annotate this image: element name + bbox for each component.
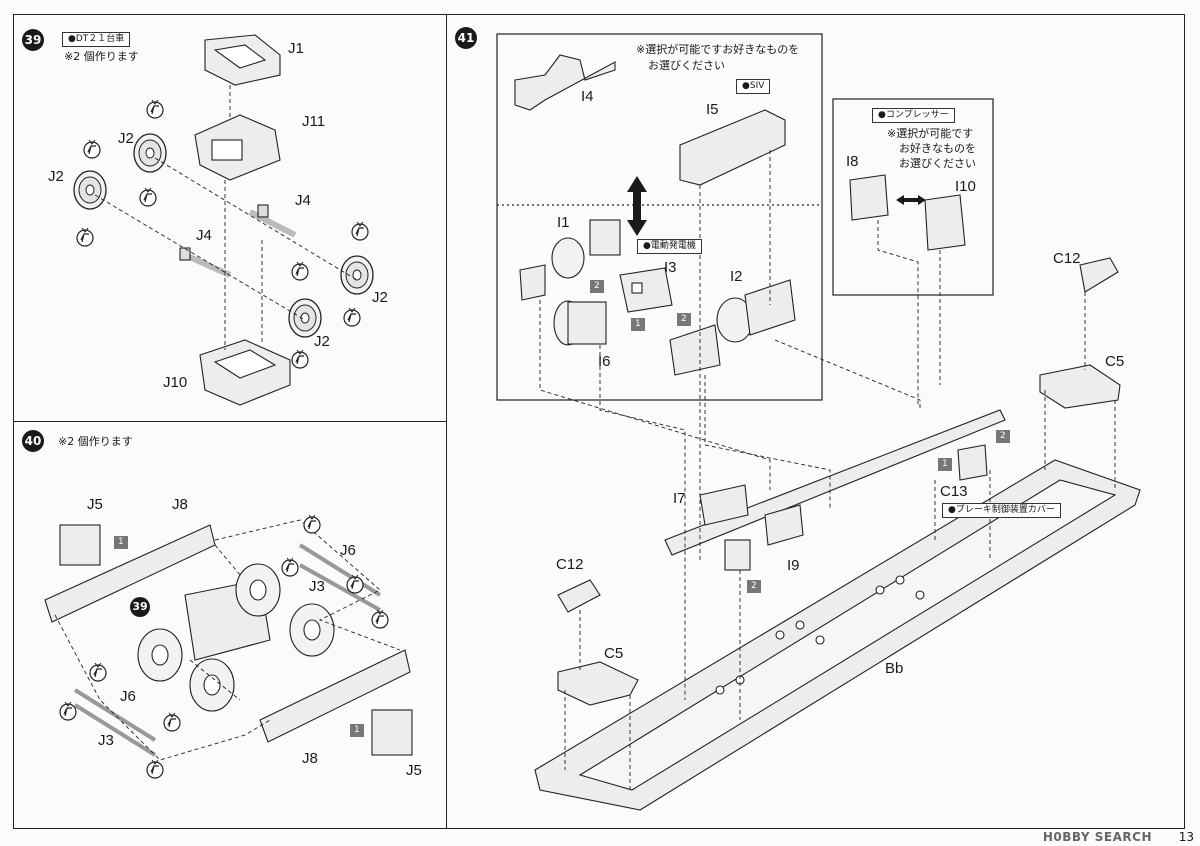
label-c12-a: C12 bbox=[1053, 250, 1081, 267]
num-1-b: 1 bbox=[350, 724, 364, 737]
label-j1: J1 bbox=[288, 40, 304, 57]
label-j2-b: J2 bbox=[48, 168, 64, 185]
dt21-bogie-tag: ●DT２１台車 bbox=[62, 32, 131, 47]
label-j5-a: J5 bbox=[87, 496, 103, 513]
step-41-badge: 41 bbox=[455, 27, 477, 49]
compressor-note-line2: お好きなものを bbox=[899, 142, 976, 155]
label-i2: I2 bbox=[730, 268, 743, 285]
label-j5-b: J5 bbox=[406, 762, 422, 779]
step-39-badge: 39 bbox=[22, 29, 44, 51]
watermark: H0BBY SEARCH bbox=[1042, 830, 1152, 844]
step-40-badge: 40 bbox=[22, 430, 44, 452]
label-j2-c: J2 bbox=[372, 289, 388, 306]
label-j11: J11 bbox=[302, 113, 326, 130]
label-bb: Bb bbox=[885, 660, 904, 677]
label-c13: C13 bbox=[940, 483, 968, 500]
brake-cover-tag: ●ブレーキ制御装置カバー bbox=[942, 503, 1061, 518]
label-i3: I3 bbox=[664, 259, 677, 276]
divider-vertical bbox=[446, 14, 447, 829]
label-c12-b: C12 bbox=[556, 556, 584, 573]
step41-option-box bbox=[496, 33, 823, 401]
page-number: 13 bbox=[1178, 830, 1194, 844]
step39-drawing bbox=[179, 34, 297, 406]
label-i9: I9 bbox=[787, 557, 800, 574]
label-j10: J10 bbox=[163, 374, 188, 391]
compressor-note-line1: ※選択が可能です bbox=[887, 127, 974, 140]
label-i6: I6 bbox=[598, 353, 611, 370]
compressor-option-box bbox=[832, 98, 994, 296]
num-2-d: 2 bbox=[747, 580, 761, 593]
swap-arrows bbox=[627, 176, 926, 236]
siv-tag: ●SIV bbox=[736, 79, 771, 94]
label-i4: I4 bbox=[581, 88, 594, 105]
label-j3-a: J3 bbox=[309, 578, 325, 595]
compressor-tag: ●コンプレッサー bbox=[872, 108, 955, 123]
label-j6-a: J6 bbox=[340, 542, 356, 559]
label-c5-b: C5 bbox=[604, 645, 624, 662]
label-j8-b: J8 bbox=[302, 750, 318, 767]
label-i8: I8 bbox=[846, 153, 859, 170]
label-c5-a: C5 bbox=[1105, 353, 1125, 370]
num-1-c: 1 bbox=[631, 318, 645, 331]
num-2-b: 2 bbox=[677, 313, 691, 326]
label-j4-a: J4 bbox=[295, 192, 311, 209]
label-i7: I7 bbox=[673, 490, 686, 507]
compressor-note-line3: お選びください bbox=[899, 157, 976, 170]
label-i10: I10 bbox=[955, 178, 976, 195]
label-j2-a: J2 bbox=[118, 130, 134, 147]
label-j4-b: J4 bbox=[196, 227, 212, 244]
num-1-a: 1 bbox=[114, 536, 128, 549]
step-39-reference: 39 bbox=[130, 597, 150, 617]
num-2-a: 2 bbox=[590, 280, 604, 293]
label-j8-a: J8 bbox=[172, 496, 188, 513]
step40-drawing bbox=[44, 524, 413, 757]
label-j6-b: J6 bbox=[120, 688, 136, 705]
step40-note: ※2 個作ります bbox=[58, 435, 133, 448]
label-j3-b: J3 bbox=[98, 732, 114, 749]
generator-tag: ●電動発電機 bbox=[637, 239, 702, 254]
step41-parts bbox=[514, 54, 1141, 811]
label-i1: I1 bbox=[557, 214, 570, 231]
choose-note-line1: ※選択が可能ですお好きなものを bbox=[636, 43, 800, 56]
divider-horizontal bbox=[13, 421, 446, 422]
num-1-d: 1 bbox=[938, 458, 952, 471]
step39-dashes bbox=[94, 85, 358, 350]
label-j2-d: J2 bbox=[314, 333, 330, 350]
choose-note-line2: お選びください bbox=[648, 59, 725, 72]
label-i5: I5 bbox=[706, 101, 719, 118]
step40-dashes bbox=[54, 519, 401, 761]
step41-dashes bbox=[539, 150, 1116, 790]
num-2-c: 2 bbox=[996, 430, 1010, 443]
step39-note: ※2 個作ります bbox=[64, 50, 139, 63]
